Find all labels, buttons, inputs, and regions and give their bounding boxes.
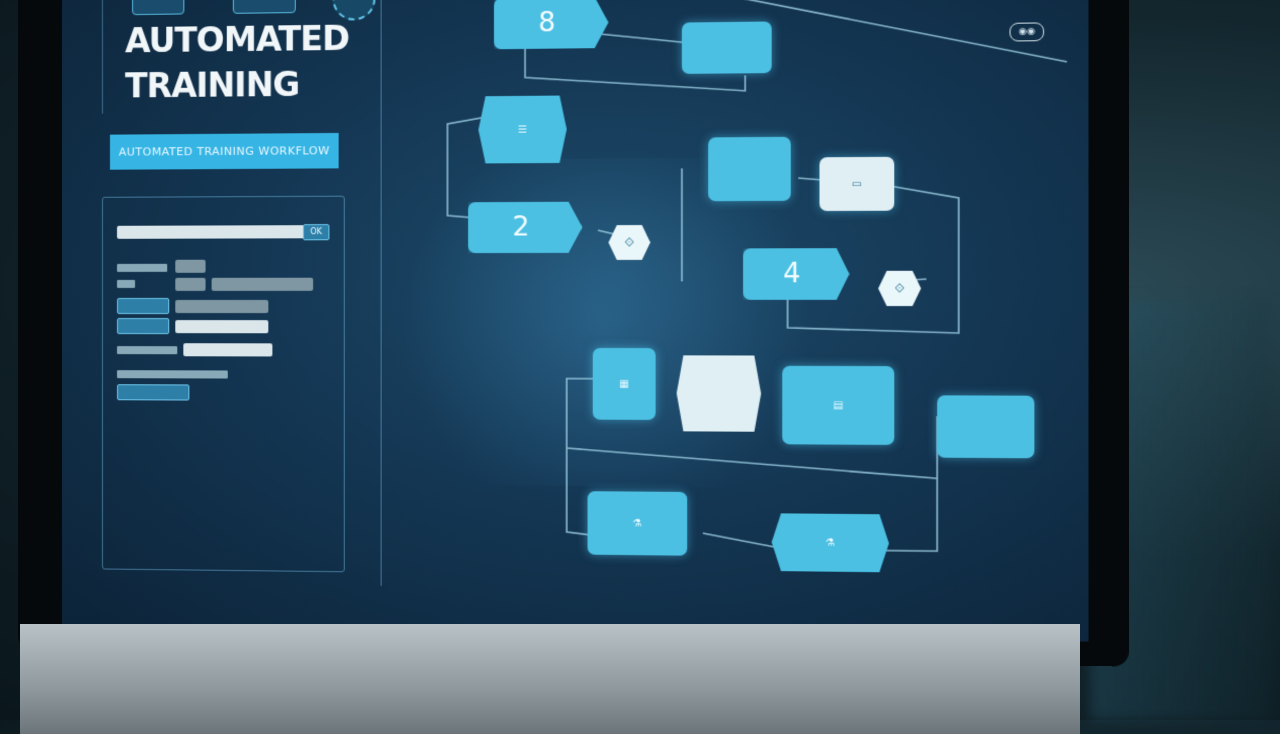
monitor-stand: [20, 624, 1080, 734]
form-panel: OK: [102, 196, 345, 573]
flow-node-start[interactable]: 8: [494, 0, 608, 49]
flow-node[interactable]: [708, 137, 791, 201]
field-input[interactable]: [183, 343, 272, 356]
flask-icon[interactable]: ⚗: [588, 491, 688, 555]
field-label: [117, 346, 177, 354]
field-input[interactable]: [175, 260, 205, 273]
decision-node[interactable]: ⟐: [878, 271, 921, 306]
field-input[interactable]: [175, 300, 268, 313]
flow-node-end[interactable]: [937, 395, 1034, 458]
flow-node-process[interactable]: [677, 355, 761, 431]
step-number: 2: [512, 212, 529, 243]
server-icon[interactable]: ☰: [478, 95, 566, 163]
flow-node[interactable]: [682, 21, 772, 73]
flow-node-server[interactable]: ▤: [782, 366, 894, 445]
monitor-screen: AUTOMATED TRAINING AUTOMATED TRAINING WO…: [62, 0, 1089, 641]
field-tag: [117, 298, 169, 314]
title-line-2: TRAINING: [125, 65, 299, 106]
decision-node[interactable]: ⟐: [608, 225, 650, 260]
flow-node-step-2[interactable]: 2: [468, 202, 582, 253]
field-input[interactable]: [175, 278, 205, 291]
flow-node-screen[interactable]: ▭: [819, 157, 894, 211]
step-number: 4: [783, 259, 801, 290]
field-input[interactable]: [175, 320, 268, 333]
field-tag: [117, 318, 169, 334]
flask-icon[interactable]: ⚗: [772, 513, 889, 572]
status-badge: OK: [303, 224, 330, 240]
field-label: [117, 280, 135, 288]
field-input[interactable]: [212, 278, 314, 291]
step-number: 8: [538, 8, 555, 39]
title-line-1: AUTOMATED: [125, 18, 349, 60]
submit-button[interactable]: [117, 384, 189, 400]
flow-node[interactable]: ▦: [593, 348, 656, 420]
flow-node-step-4[interactable]: 4: [743, 248, 849, 300]
workflow-banner[interactable]: AUTOMATED TRAINING WORKFLOW: [110, 133, 339, 170]
field-label: [117, 264, 167, 272]
progress-bar: [117, 225, 309, 239]
title-box: AUTOMATED TRAINING: [102, 0, 346, 114]
field-label: [117, 370, 228, 378]
workflow-canvas: 8 ☰ 2 ⟐ ▭ 4 ⟐ ▦ ▤ ⚗ ⚗: [391, 0, 1089, 641]
